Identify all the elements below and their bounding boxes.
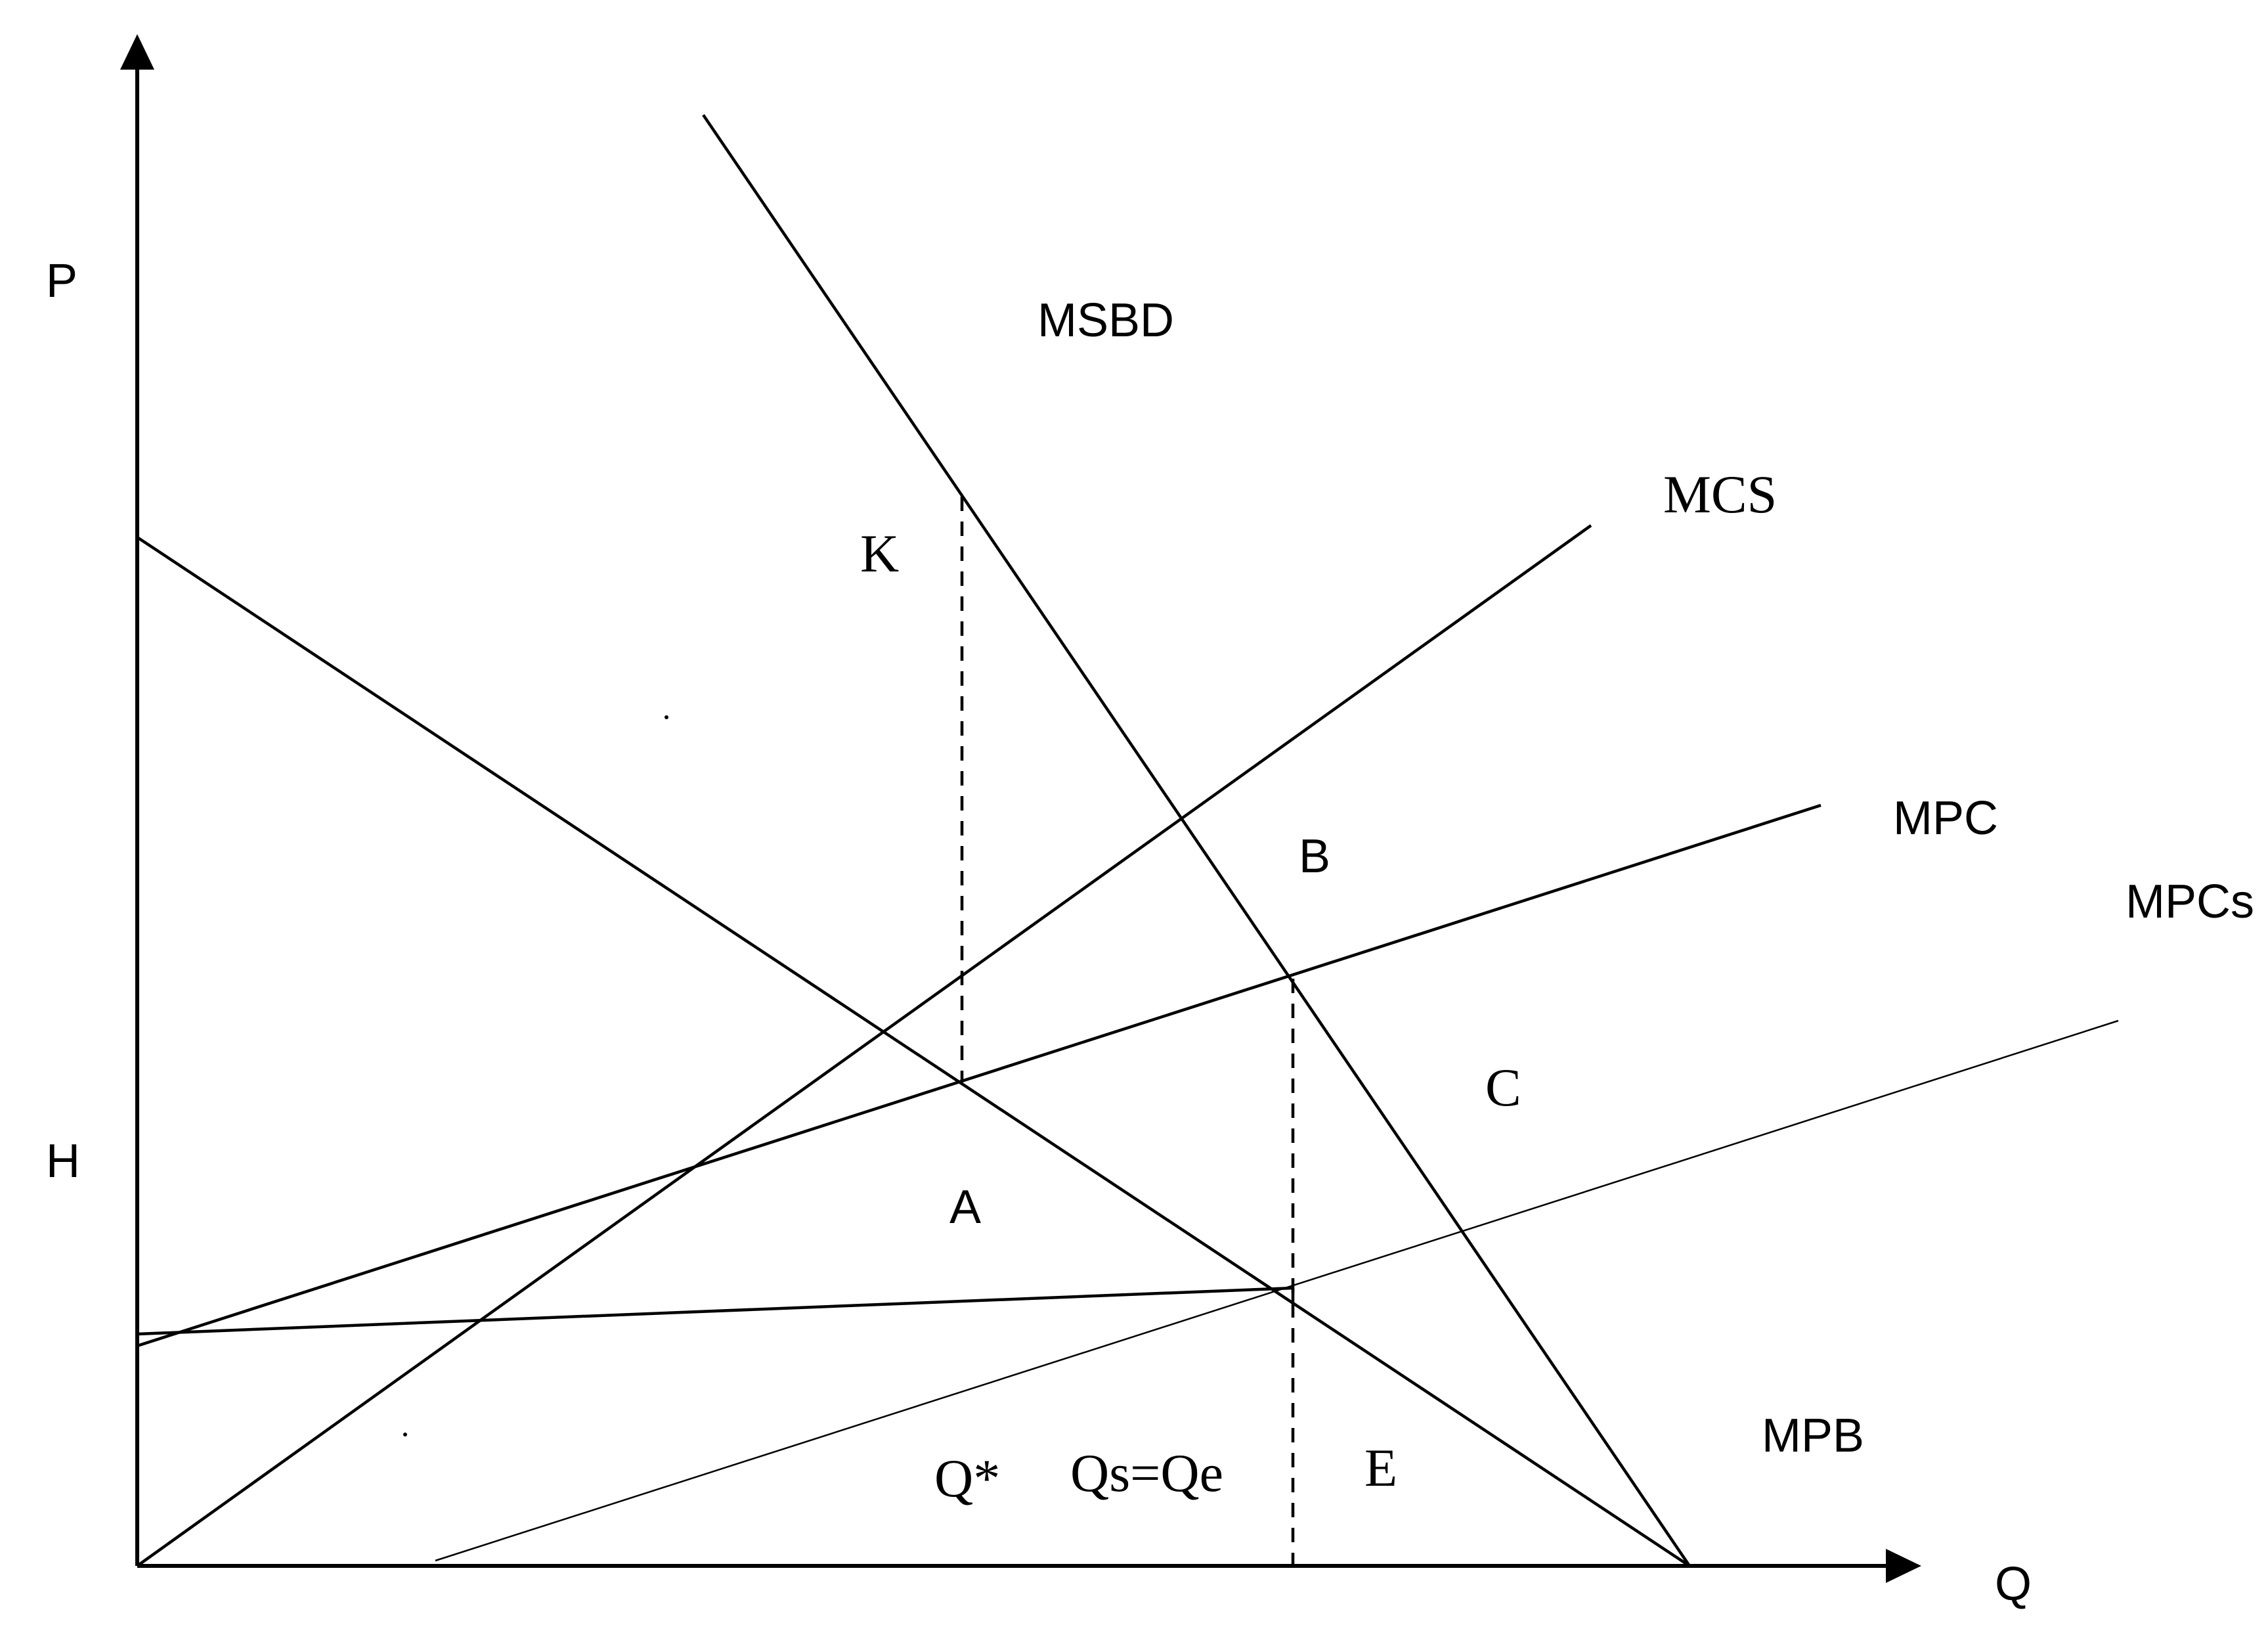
stray-dot [665, 715, 668, 719]
y-axis-arrow [120, 34, 154, 70]
stray-dot [403, 1433, 407, 1436]
point-label-b: B [1299, 830, 1330, 883]
mpb-curve [136, 536, 1691, 1567]
y-tick-label-h: H [46, 1135, 80, 1188]
point-label-k: K [860, 523, 899, 583]
mpc-curve [137, 803, 1821, 1348]
mpb-label: MPB [1762, 1410, 1864, 1462]
mpc-label: MPC [1893, 792, 1998, 845]
mcs-curve [136, 524, 1592, 1567]
point-label-e: E [1364, 1438, 1397, 1498]
subsidy-line [137, 1286, 1294, 1336]
x-axis-label: Q [1995, 1558, 2032, 1611]
point-label-a: A [949, 1181, 981, 1234]
q-star-label: Q* [934, 1448, 1000, 1508]
x-axis-arrow [1886, 1549, 1921, 1583]
mpcs-label: MPCs [2126, 876, 2254, 928]
point-label-c: C [1485, 1057, 1521, 1117]
msbd-curve [702, 114, 1691, 1567]
msbd-label: MSBD [1037, 294, 1174, 347]
y-axis-label: P [46, 255, 77, 307]
mcs-label: MCS [1663, 464, 1777, 524]
qs-qe-label: Qs=Qe [1070, 1443, 1223, 1503]
